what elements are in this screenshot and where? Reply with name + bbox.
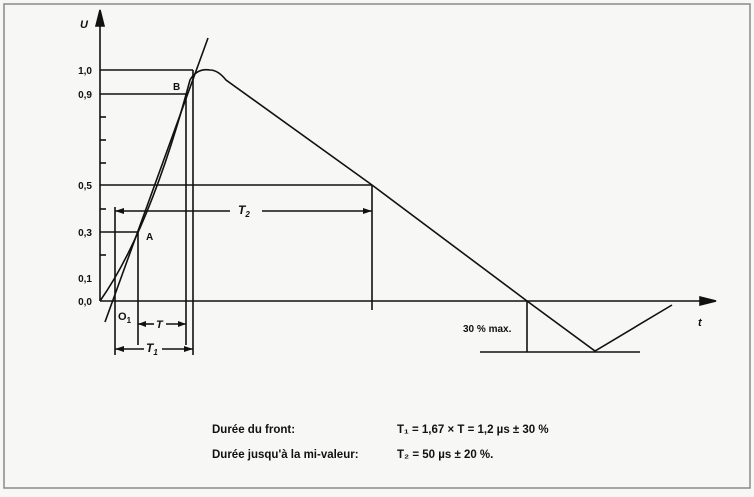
reference-lines [100,69,640,355]
figure-frame [3,3,751,489]
svg-text:0,3: 0,3 [78,228,92,239]
front-tangent-line [104,37,209,323]
t-label: T [156,319,164,331]
half-value-duration-label: Durée jusqu'à la mi-valeur: [212,449,359,461]
y-axis-label: U [80,19,89,31]
t1-label: T1 [146,341,158,357]
y-axis-arrow [94,9,106,27]
point-b-label: B [173,82,180,93]
x-axis-label: t [698,317,703,329]
svg-text:0,1: 0,1 [78,274,92,285]
point-o1-label: O1 [118,311,132,325]
svg-text:0,5: 0,5 [78,181,92,192]
t2-label: T2 [238,203,250,219]
svg-text:1,0: 1,0 [78,66,92,77]
front-duration-label: Durée du front: [212,424,296,436]
point-a-label: A [146,232,153,243]
undershoot-label: 30 % max. [463,324,512,335]
x-axis-arrow [699,295,717,307]
svg-text:0,0: 0,0 [78,297,92,308]
half-value-duration-value: T₂ = 50 µs ± 20 %. [397,449,494,461]
svg-text:0,9: 0,9 [78,90,92,101]
y-tick-labels: 1,0 0,9 0,5 0,3 0,1 0,0 [78,66,92,308]
front-duration-value: T₁ = 1,67 × T = 1,2 µs ± 30 % [397,424,549,436]
y-minor-ticks [100,116,106,256]
